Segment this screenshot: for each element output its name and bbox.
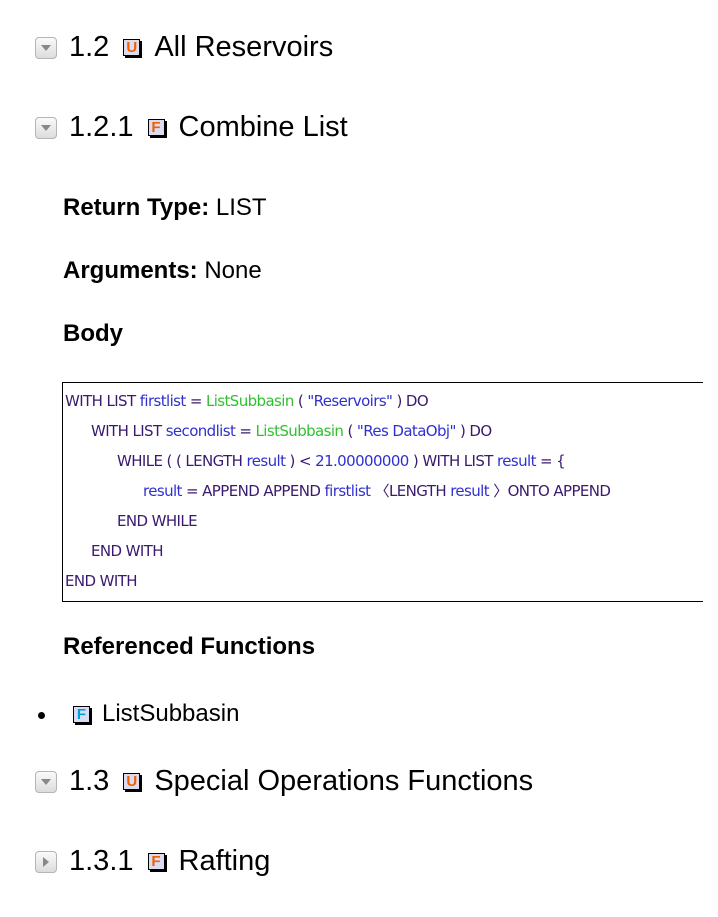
code-keyword-token: ) DO <box>455 422 492 440</box>
code-identifier-token: result <box>143 482 182 500</box>
triangle-down-icon <box>41 124 51 131</box>
code-line: result = APPEND APPEND firstlist 〈LENGTH… <box>143 476 611 506</box>
arguments-label: Arguments: <box>63 257 198 284</box>
referenced-function-link[interactable]: ListSubbasin <box>102 700 240 727</box>
section-number: 1.3.1 <box>69 845 134 877</box>
bullet-icon <box>38 712 45 719</box>
triangle-right-icon <box>43 856 49 867</box>
code-identifier-token: "Reservoirs" <box>307 392 393 410</box>
section-title[interactable]: Combine List <box>178 111 348 143</box>
code-line: WHILE ( ( LENGTH result ) < 21.00000000 … <box>117 446 566 476</box>
arguments: Arguments: None <box>63 257 262 285</box>
code-keyword-token: = APPEND APPEND <box>181 482 325 500</box>
code-keyword-token: = { <box>535 452 566 470</box>
code-keyword-token: ) DO <box>392 392 429 410</box>
return-type-value: LIST <box>215 194 267 221</box>
section-number: 1.3 <box>69 765 110 797</box>
code-keyword-token: 〈LENGTH <box>370 482 451 500</box>
code-keyword-token: ( <box>343 422 357 440</box>
code-identifier-token: secondlist <box>165 422 236 440</box>
body-heading: Body <box>63 320 123 347</box>
section-title[interactable]: Special Operations Functions <box>154 765 534 797</box>
code-keyword-token: ) < <box>285 452 316 470</box>
section-title[interactable]: Rafting <box>178 845 271 877</box>
collapse-toggle[interactable] <box>35 116 57 139</box>
code-keyword-token: WHILE ( ( LENGTH <box>117 452 247 470</box>
return-type: Return Type: LIST <box>63 194 267 222</box>
function-icon: F <box>147 853 165 870</box>
section-heading: 1.3 U Special Operations Functions <box>35 765 533 798</box>
utility-group-icon: U <box>123 773 141 790</box>
section-title[interactable]: All Reservoirs <box>154 31 334 63</box>
code-body-box: WITH LIST firstlist = ListSubbasin ( "Re… <box>62 382 703 602</box>
code-line: WITH LIST secondlist = ListSubbasin ( "R… <box>91 416 492 446</box>
code-function-token: ListSubbasin <box>255 422 344 440</box>
code-identifier-token: result <box>497 452 536 470</box>
code-keyword-token: END WITH <box>91 542 164 560</box>
code-keyword-token: ( <box>293 392 308 410</box>
utility-group-icon: U <box>123 39 141 56</box>
code-identifier-token: firstlist <box>139 392 187 410</box>
section-heading: 1.3.1 F Rafting <box>35 845 270 878</box>
code-keyword-token: 〉ONTO APPEND <box>489 482 611 500</box>
referenced-functions-heading: Referenced Functions <box>63 633 316 660</box>
code-keyword-token: END WHILE <box>117 512 198 530</box>
code-identifier-token: 21.00000000 <box>315 452 409 470</box>
code-line: WITH LIST firstlist = ListSubbasin ( "Re… <box>65 386 429 416</box>
return-type-label: Return Type: <box>63 194 210 221</box>
function-icon: F <box>73 705 90 723</box>
code-identifier-token: "Res DataObj" <box>356 422 456 440</box>
section-number: 1.2 <box>69 31 110 63</box>
code-line: END WHILE <box>117 506 198 536</box>
section-heading: 1.2.1 F Combine List <box>35 111 348 144</box>
code-keyword-token: WITH LIST <box>91 422 166 440</box>
arguments-value: None <box>204 257 262 284</box>
code-line: END WITH <box>65 566 138 596</box>
code-identifier-token: result <box>246 452 286 470</box>
section-heading: 1.2 U All Reservoirs <box>35 31 333 64</box>
code-identifier-token: firstlist <box>324 482 372 500</box>
collapse-toggle[interactable] <box>35 770 57 793</box>
code-keyword-token: WITH LIST <box>65 392 140 410</box>
expand-toggle[interactable] <box>35 850 57 873</box>
code-line: END WITH <box>91 536 164 566</box>
referenced-function-item: F ListSubbasin <box>73 700 239 728</box>
collapse-toggle[interactable] <box>35 36 57 59</box>
code-identifier-token: result <box>450 482 490 500</box>
function-icon: F <box>147 119 165 136</box>
triangle-down-icon <box>41 778 51 785</box>
code-keyword-token: = <box>185 392 206 410</box>
section-number: 1.2.1 <box>69 111 134 143</box>
triangle-down-icon <box>41 44 51 51</box>
code-function-token: ListSubbasin <box>205 392 294 410</box>
code-keyword-token: = <box>235 422 256 440</box>
code-keyword-token: END WITH <box>65 572 138 590</box>
code-keyword-token: ) WITH LIST <box>408 452 498 470</box>
